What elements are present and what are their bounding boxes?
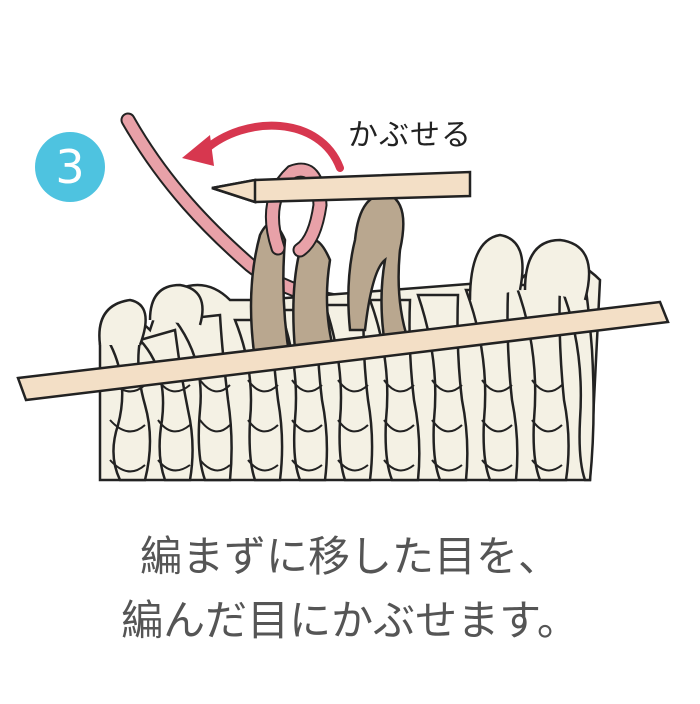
instruction-caption: 編まずに移した目を、 編んだ目にかぶせます。 [0, 525, 700, 653]
arrow-label: かぶせる [348, 118, 472, 153]
arrow-head [182, 135, 214, 166]
caption-line-1: 編まずに移した目を、 [139, 532, 560, 581]
step-number-badge: 3 [35, 132, 105, 202]
upper-needle [211, 170, 472, 204]
caption-line-2: 編んだ目にかぶせます。 [121, 596, 579, 645]
lower-needle [16, 300, 670, 402]
cover-arrow [201, 121, 344, 172]
